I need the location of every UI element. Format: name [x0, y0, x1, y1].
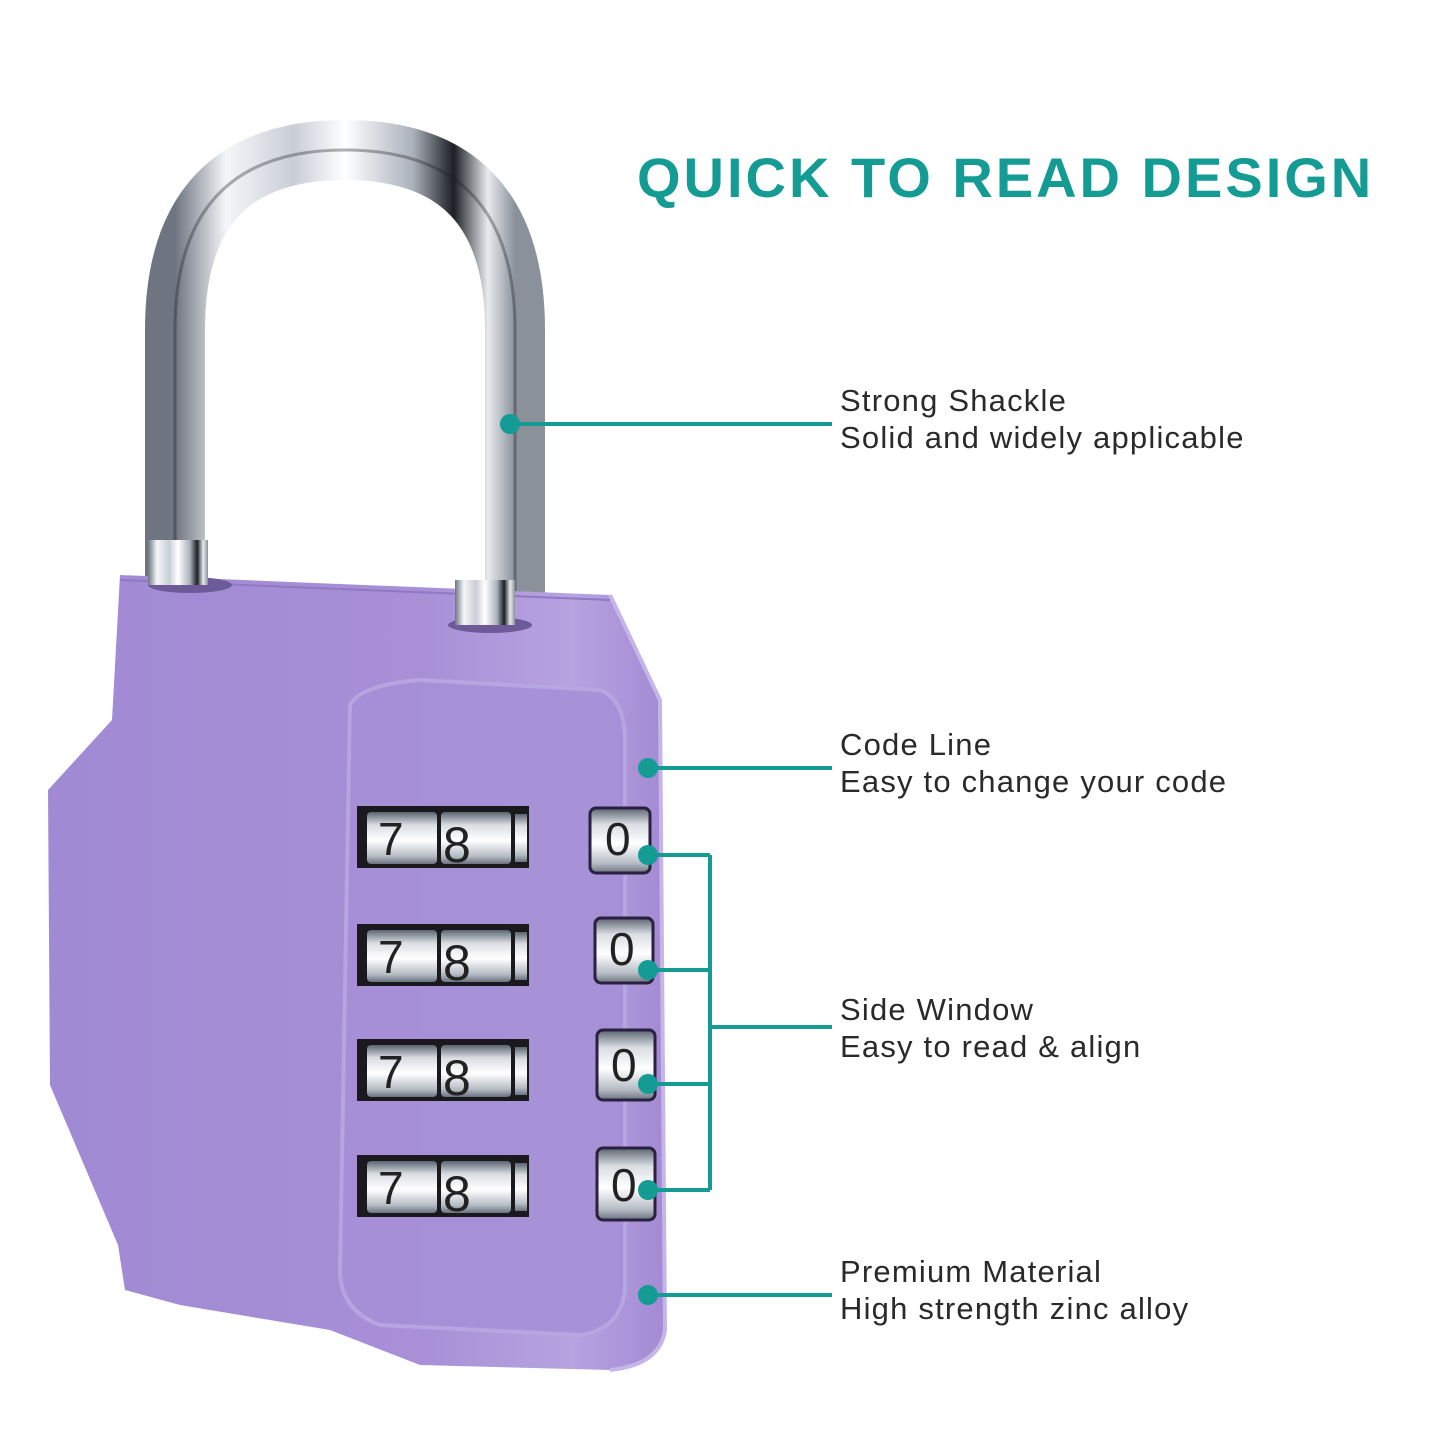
wheel-digit[interactable]: 7 — [378, 1046, 404, 1098]
callout-strong-shackle: Strong Shackle Solid and widely applicab… — [840, 382, 1245, 456]
callout-heading: Code Line — [840, 727, 993, 762]
callout-side-window: Side Window Easy to read & align — [840, 991, 1141, 1065]
page-title: QUICK TO READ DESIGN — [637, 146, 1375, 209]
callout-premium-material: Premium Material High strength zinc allo… — [840, 1253, 1189, 1327]
side-windows — [588, 806, 657, 1222]
wheel-digit[interactable]: 7 — [378, 813, 404, 865]
side-window-digit: 0 — [609, 923, 635, 975]
front-wheels — [357, 806, 529, 1217]
side-window-digit: 0 — [611, 1159, 637, 1211]
wheel-digit[interactable]: 7 — [378, 931, 404, 983]
wheel-digit[interactable]: 8 — [443, 1050, 471, 1106]
wheel-digit[interactable]: 8 — [443, 817, 471, 873]
wheel-digit[interactable]: 8 — [443, 1166, 471, 1222]
callout-subtext: Solid and widely applicable — [840, 420, 1245, 455]
callout-subtext: High strength zinc alloy — [840, 1291, 1190, 1326]
callout-heading: Side Window — [840, 992, 1035, 1027]
callout-subtext: Easy to change your code — [840, 764, 1228, 799]
side-window-digit: 0 — [611, 1039, 637, 1091]
shackle — [145, 119, 545, 640]
callout-heading: Strong Shackle — [840, 383, 1068, 418]
lock-body — [48, 575, 668, 1372]
callout-leaders — [500, 414, 832, 1305]
callout-code-line: Code Line Easy to change your code — [840, 726, 1227, 800]
callout-heading: Premium Material — [840, 1254, 1103, 1289]
wheel-digit[interactable]: 8 — [443, 935, 471, 991]
wheel-digit[interactable]: 7 — [378, 1162, 404, 1214]
callout-subtext: Easy to read & align — [840, 1029, 1142, 1064]
side-window-digit: 0 — [605, 813, 631, 865]
